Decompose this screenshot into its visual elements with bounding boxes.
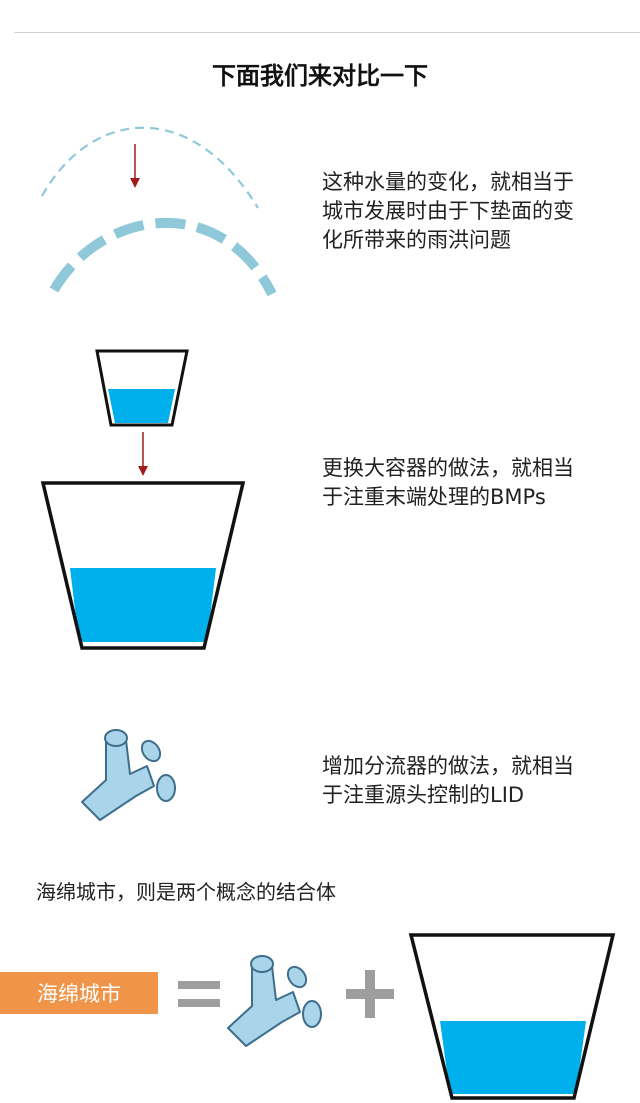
plus-icon: [346, 970, 394, 1018]
page-title: 下面我们来对比一下: [212, 62, 428, 90]
pre-development-curve: [41, 126, 259, 209]
section-2-text: 更换大容器的做法，就相当 于注重末端处理的BMPs: [322, 456, 574, 509]
section-1-text: 这种水量的变化，就相当于 城市发展时由于下垫面的变 化所带来的雨洪问题: [322, 170, 574, 252]
small-cup-icon: [95, 349, 189, 427]
top-divider: [14, 32, 640, 33]
large-cup-icon: [40, 481, 246, 650]
hydrograph-curves: [41, 126, 277, 297]
post-development-curve: [49, 217, 277, 297]
down-arrow-icon: [130, 144, 140, 188]
sponge-city-label: 海绵城市: [0, 972, 158, 1014]
large-cup-icon: [408, 933, 616, 1100]
pipe-splitter-icon: [227, 955, 322, 1047]
summary-text: 海绵城市，则是两个概念的结合体: [36, 880, 336, 904]
down-arrow-icon: [138, 432, 148, 476]
pipe-splitter-icon: [81, 729, 176, 821]
equals-icon: [178, 978, 220, 1010]
section-3-text: 增加分流器的做法，就相当 于注重源头控制的LID: [322, 754, 574, 807]
